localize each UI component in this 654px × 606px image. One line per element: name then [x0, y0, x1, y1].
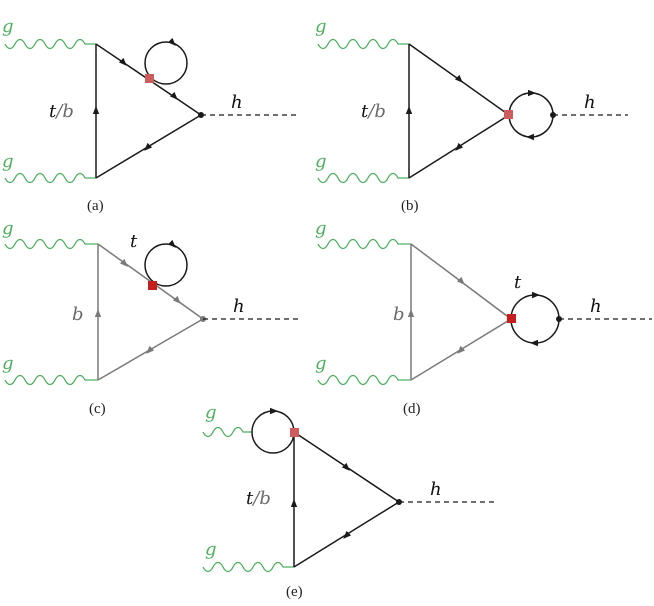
gluon-label: g: [205, 539, 217, 560]
caption-c: (c): [89, 401, 106, 417]
fermion-line: [408, 114, 510, 179]
vertex-square: [504, 110, 513, 119]
quark-label-t: t: [246, 488, 254, 509]
quark-label-slash: /: [251, 488, 261, 509]
fermion-loop: [144, 243, 188, 287]
fermion-line: [97, 318, 204, 381]
vertex-square: [507, 314, 516, 323]
higgs-label: h: [233, 296, 245, 317]
quark-label-slash: /: [366, 101, 376, 122]
gluon-line: [4, 172, 96, 184]
gluon-line: [4, 38, 96, 50]
gluon-label: g: [315, 218, 327, 239]
gluon-line: [4, 374, 98, 386]
fermion-loop: [251, 410, 295, 454]
diagram-e: g g t/b h (e): [202, 402, 496, 600]
fermion-line: [410, 318, 512, 381]
quark-label: t/b: [246, 488, 271, 509]
gluon-line: [317, 172, 409, 184]
higgs-label: h: [590, 296, 602, 317]
top-quark-label: t: [130, 231, 138, 252]
diagram-a: g g t/b h (a): [2, 16, 298, 214]
gluon-line: [4, 238, 98, 250]
fermion-line: [410, 243, 512, 320]
gluon-line: [202, 561, 294, 573]
caption-b: (b): [401, 198, 419, 214]
quark-label-b: b: [62, 101, 74, 122]
quark-label: t/b: [361, 101, 386, 122]
quark-label-t: t: [49, 101, 57, 122]
top-quark-label: t: [514, 272, 522, 293]
gluon-line: [317, 374, 411, 386]
gluon-label: g: [2, 218, 14, 239]
gluon-line: [317, 238, 411, 250]
vertex-square: [145, 74, 154, 83]
vertex-square: [148, 281, 157, 290]
diagram-d: g g b t h (d): [315, 218, 652, 417]
fermion-line: [293, 501, 400, 568]
gluon-line: [317, 38, 409, 50]
gluon-label: g: [2, 151, 14, 172]
gluon-label: g: [2, 353, 14, 374]
gluon-label: g: [315, 151, 327, 172]
diagram-c: g g b t h (c): [2, 218, 300, 417]
caption-a: (a): [87, 198, 104, 214]
quark-label-t: t: [361, 101, 369, 122]
quark-label-slash: /: [54, 101, 64, 122]
gluon-label: g: [315, 353, 327, 374]
bottom-quark-label: b: [393, 304, 405, 325]
diagram-b: g g t/b h (b): [315, 16, 628, 214]
fermion-line: [408, 43, 510, 116]
gluon-line: [202, 426, 252, 438]
caption-e: (e): [286, 584, 303, 600]
gluon-label: g: [2, 16, 14, 37]
fermion-loop: [144, 41, 188, 85]
gluon-label: g: [205, 402, 217, 423]
higgs-label: h: [231, 92, 243, 113]
higgs-label: h: [430, 479, 442, 500]
fermion-line: [95, 114, 202, 179]
fermion-loop: [510, 294, 560, 344]
gluon-label: g: [315, 16, 327, 37]
quark-label-b: b: [374, 101, 386, 122]
vertex-square: [290, 428, 299, 437]
quark-label-b: b: [259, 488, 271, 509]
quark-label: t/b: [49, 101, 74, 122]
fermion-line: [293, 431, 400, 503]
higgs-label: h: [584, 92, 596, 113]
bottom-quark-label: b: [72, 304, 84, 325]
fermion-loop: [508, 92, 554, 138]
caption-d: (d): [403, 401, 421, 417]
